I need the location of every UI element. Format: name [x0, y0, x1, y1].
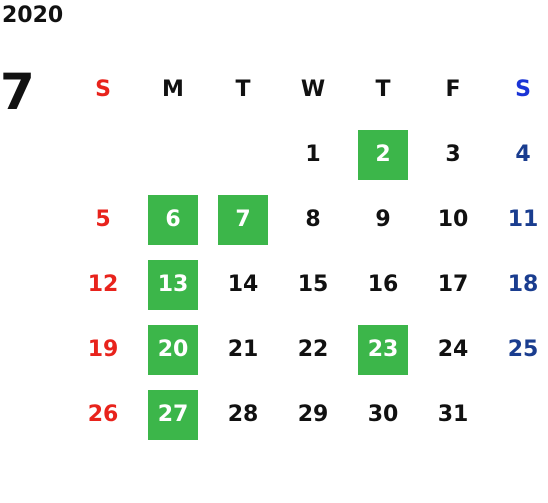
highlighted-day-number: 23: [358, 324, 408, 375]
empty-day-cell: [208, 122, 278, 187]
day-cell[interactable]: 24: [418, 317, 488, 382]
day-cell[interactable]: 22: [278, 317, 348, 382]
day-cell[interactable]: 19: [68, 317, 138, 382]
weekday-label: F: [445, 77, 461, 102]
day-number: 30: [367, 402, 399, 427]
day-cell[interactable]: 13: [138, 252, 208, 317]
weekday-header: M: [138, 57, 208, 122]
day-number: 14: [227, 272, 259, 297]
day-cell[interactable]: 4: [488, 122, 548, 187]
day-number: 25: [507, 337, 539, 362]
day-number: 1: [305, 142, 321, 167]
day-cell[interactable]: 28: [208, 382, 278, 447]
day-number: 12: [87, 272, 119, 297]
weekday-header: S: [488, 57, 548, 122]
day-number: 3: [445, 142, 461, 167]
day-cell[interactable]: 31: [418, 382, 488, 447]
day-number: 31: [437, 402, 469, 427]
weekday-label: T: [375, 77, 391, 102]
day-cell[interactable]: 9: [348, 187, 418, 252]
day-cell[interactable]: 10: [418, 187, 488, 252]
highlighted-day-number: 7: [218, 194, 268, 245]
day-cell[interactable]: 1: [278, 122, 348, 187]
calendar-year: 2020: [2, 3, 64, 28]
day-number: 8: [305, 207, 321, 232]
weekday-label: S: [95, 77, 111, 102]
weekday-label: W: [300, 77, 326, 102]
empty-day-cell: [488, 382, 548, 447]
day-cell[interactable]: 3: [418, 122, 488, 187]
day-number: 19: [87, 337, 119, 362]
calendar-month: 7: [0, 63, 35, 121]
weekday-header: W: [278, 57, 348, 122]
day-cell[interactable]: 17: [418, 252, 488, 317]
weekday-header: T: [208, 57, 278, 122]
day-cell[interactable]: 26: [68, 382, 138, 447]
weekday-label: S: [515, 77, 531, 102]
day-cell[interactable]: 15: [278, 252, 348, 317]
highlighted-day-number: 20: [148, 324, 198, 375]
weekday-header: F: [418, 57, 488, 122]
day-cell[interactable]: 6: [138, 187, 208, 252]
weekday-header: T: [348, 57, 418, 122]
day-number: 22: [297, 337, 329, 362]
day-number: 28: [227, 402, 259, 427]
day-number: 4: [515, 142, 531, 167]
day-cell[interactable]: 29: [278, 382, 348, 447]
day-cell[interactable]: 25: [488, 317, 548, 382]
day-cell[interactable]: 5: [68, 187, 138, 252]
day-cell[interactable]: 30: [348, 382, 418, 447]
highlighted-day-number: 13: [148, 259, 198, 310]
day-cell[interactable]: 20: [138, 317, 208, 382]
day-number: 24: [437, 337, 469, 362]
day-number: 29: [297, 402, 329, 427]
weekday-label: T: [235, 77, 251, 102]
day-cell[interactable]: 14: [208, 252, 278, 317]
day-cell[interactable]: 7: [208, 187, 278, 252]
day-number: 26: [87, 402, 119, 427]
day-cell[interactable]: 21: [208, 317, 278, 382]
weekday-header: S: [68, 57, 138, 122]
day-cell[interactable]: 27: [138, 382, 208, 447]
day-number: 11: [507, 207, 539, 232]
highlighted-day-number: 2: [358, 129, 408, 180]
day-cell[interactable]: 2: [348, 122, 418, 187]
day-cell[interactable]: 12: [68, 252, 138, 317]
day-cell[interactable]: 23: [348, 317, 418, 382]
day-cell[interactable]: 16: [348, 252, 418, 317]
day-cell[interactable]: 8: [278, 187, 348, 252]
day-number: 16: [367, 272, 399, 297]
day-cell[interactable]: 11: [488, 187, 548, 252]
highlighted-day-number: 27: [148, 389, 198, 440]
day-number: 18: [507, 272, 539, 297]
day-number: 21: [227, 337, 259, 362]
day-number: 10: [437, 207, 469, 232]
weekday-label: M: [162, 77, 184, 102]
day-number: 15: [297, 272, 329, 297]
day-number: 9: [375, 207, 391, 232]
day-number: 5: [95, 207, 111, 232]
empty-day-cell: [138, 122, 208, 187]
highlighted-day-number: 6: [148, 194, 198, 245]
day-cell[interactable]: 18: [488, 252, 548, 317]
day-number: 17: [437, 272, 469, 297]
empty-day-cell: [68, 122, 138, 187]
